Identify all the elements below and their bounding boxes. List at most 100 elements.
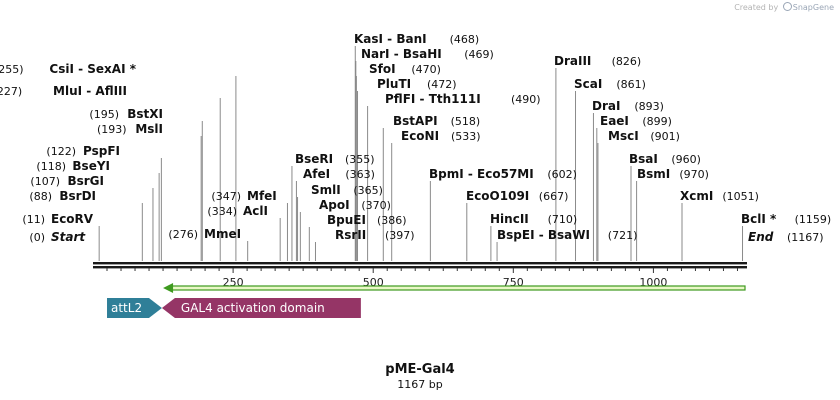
site-name: AclI [243, 204, 268, 218]
restriction-site-mfei[interactable]: MfeI (347) [201, 189, 277, 203]
site-position: (960) [671, 153, 701, 166]
site-position: (255) [0, 63, 24, 76]
site-name: DraI [592, 99, 620, 113]
site-name: MslI [135, 122, 163, 136]
site-name: MluI - AflIII [53, 84, 127, 98]
restriction-site-scai[interactable]: ScaI (861) [528, 77, 646, 91]
restriction-site-csii-sexai[interactable]: CsiI - SexAI *(255) [0, 62, 137, 76]
restriction-site-econi[interactable]: EcoNI (533) [355, 129, 481, 143]
site-name: EcoRV [51, 212, 94, 226]
site-position: (899) [642, 115, 672, 128]
restriction-site-bsrgi[interactable]: BsrGI (107) [30, 174, 104, 188]
site-name: BpmI - Eco57MI [429, 167, 534, 181]
restriction-site-xcmi[interactable]: XcmI(1051) [634, 189, 759, 203]
map-size: 1167 bp [397, 378, 442, 391]
restriction-site-drai[interactable]: DraI(893) [546, 99, 664, 113]
restriction-site-bsmi[interactable]: BsmI (970) [591, 167, 709, 181]
site-name: BseRI [295, 152, 333, 166]
site-name: KasI - BanI [354, 32, 427, 46]
site-name: ApoI [319, 198, 350, 212]
restriction-site-mmei[interactable]: MmeI(276) [158, 227, 241, 241]
site-position: (970) [679, 168, 709, 181]
site-position: (118) [36, 160, 66, 173]
map-title: pME-Gal4 [385, 362, 454, 377]
site-position: (861) [616, 78, 646, 91]
restriction-site-hincii[interactable]: HincII(710) [444, 212, 577, 226]
site-position: (347) [211, 190, 241, 203]
restriction-site-sfoi[interactable]: SfoI(470) [323, 62, 441, 76]
site-name: ScaI [574, 77, 602, 91]
site-position: (490) [511, 93, 541, 106]
site-name: EcoNI [401, 129, 439, 143]
site-name: BsrDI [59, 189, 96, 203]
restriction-site-bstapi[interactable]: BstAPI(518) [347, 114, 480, 128]
site-position: (122) [46, 145, 76, 158]
site-name: HincII [490, 212, 529, 226]
restriction-site-ecorv[interactable]: EcoRV(11) [5, 212, 94, 226]
restriction-site-ecoo109i[interactable]: EcoO109I(667) [420, 189, 568, 203]
restriction-site-bcli[interactable]: BclI *(1159) [695, 212, 831, 226]
restriction-site-pspfi[interactable]: PspFI(122) [46, 144, 120, 158]
restriction-site-bsrdi[interactable]: BsrDI(88) [29, 189, 96, 203]
restriction-site-afei[interactable]: AfeI(363) [257, 167, 375, 181]
backbone-top-strand [93, 262, 747, 265]
feature-attl2[interactable]: attL2 [107, 298, 162, 318]
restriction-site-bspei-bsawi[interactable]: BspEI - BsaWI (721) [451, 228, 637, 242]
site-position: (227) [0, 85, 22, 98]
site-position: (826) [612, 55, 642, 68]
feature-label: attL2 [111, 301, 142, 315]
restriction-site-mlui-afliii[interactable]: MluI - AflIII (227) [0, 84, 127, 98]
restriction-site-bstxi[interactable]: BstXI(195) [89, 107, 163, 121]
site-position: (721) [608, 229, 638, 242]
start-position: (0) [29, 231, 45, 244]
site-position: (334) [207, 205, 237, 218]
restriction-site-bseyi[interactable]: BseYI(118) [36, 159, 110, 173]
restriction-site-acli[interactable]: AclI (334) [197, 204, 268, 218]
site-name: BsmI [637, 167, 670, 181]
snapgene-watermark: Created by SnapGene [734, 2, 834, 12]
restriction-site-msli[interactable]: MslI(193) [97, 122, 163, 136]
site-position: (195) [89, 108, 119, 121]
feature-gal4-activation-domain[interactable]: GAL4 activation domain [161, 298, 361, 318]
restriction-site-bsai[interactable]: BsaI(960) [583, 152, 701, 166]
site-name: BclI * [741, 212, 777, 226]
snapgene-logo-icon [782, 2, 792, 11]
site-name: PluTI [377, 77, 411, 91]
site-name: DraIII [554, 54, 591, 68]
restriction-site-bpmi-eco57mi[interactable]: BpmI - Eco57MI(602) [383, 167, 577, 181]
restriction-site-draiii[interactable]: DraIII (826) [508, 54, 641, 68]
orf-arrow[interactable] [163, 283, 746, 293]
restriction-site-eaei[interactable]: EaeI(899) [554, 114, 672, 128]
site-position: (276) [168, 228, 198, 241]
feature-arrow [161, 298, 361, 318]
site-name: BsrGI [67, 174, 104, 188]
restriction-site-bseri[interactable]: BseRI (355) [249, 152, 375, 166]
site-position: (363) [345, 168, 375, 181]
restriction-site-msci[interactable]: MscI(901) [562, 129, 680, 143]
restriction-site-apoi[interactable]: ApoI(370) [273, 198, 391, 212]
site-position: (1051) [722, 190, 759, 203]
site-position: (355) [345, 153, 375, 166]
site-position: (397) [385, 229, 415, 242]
restriction-site-kasi-bani[interactable]: KasI - BanI(468) [308, 32, 479, 46]
site-position: (901) [650, 130, 680, 143]
restriction-site-pluti[interactable]: PluTI(472) [331, 77, 457, 91]
restriction-site-bpuei[interactable]: BpuEI(386) [281, 213, 407, 227]
restriction-site-rsrii[interactable]: RsrII(397) [289, 228, 415, 242]
site-name: BspEI - BsaWI [497, 228, 590, 242]
site-name: MfeI [247, 189, 277, 203]
site-position: (667) [539, 190, 569, 203]
end-label: End [748, 230, 774, 244]
site-position: (107) [30, 175, 60, 188]
site-position: (533) [451, 130, 481, 143]
site-position: (518) [451, 115, 481, 128]
site-name: NarI - BsaHI [361, 47, 442, 61]
watermark-brand: SnapGene [792, 3, 834, 12]
site-name: SfoI [369, 62, 396, 76]
site-position: (365) [353, 184, 383, 197]
restriction-site-nari-bsahi[interactable]: NarI - BsaHI(469) [315, 47, 494, 61]
restriction-site-pflfi-tth111i[interactable]: PflFI - Tth111I(490) [339, 92, 541, 106]
restriction-site-smli[interactable]: SmlI(365) [265, 183, 383, 197]
site-position: (386) [377, 214, 407, 227]
